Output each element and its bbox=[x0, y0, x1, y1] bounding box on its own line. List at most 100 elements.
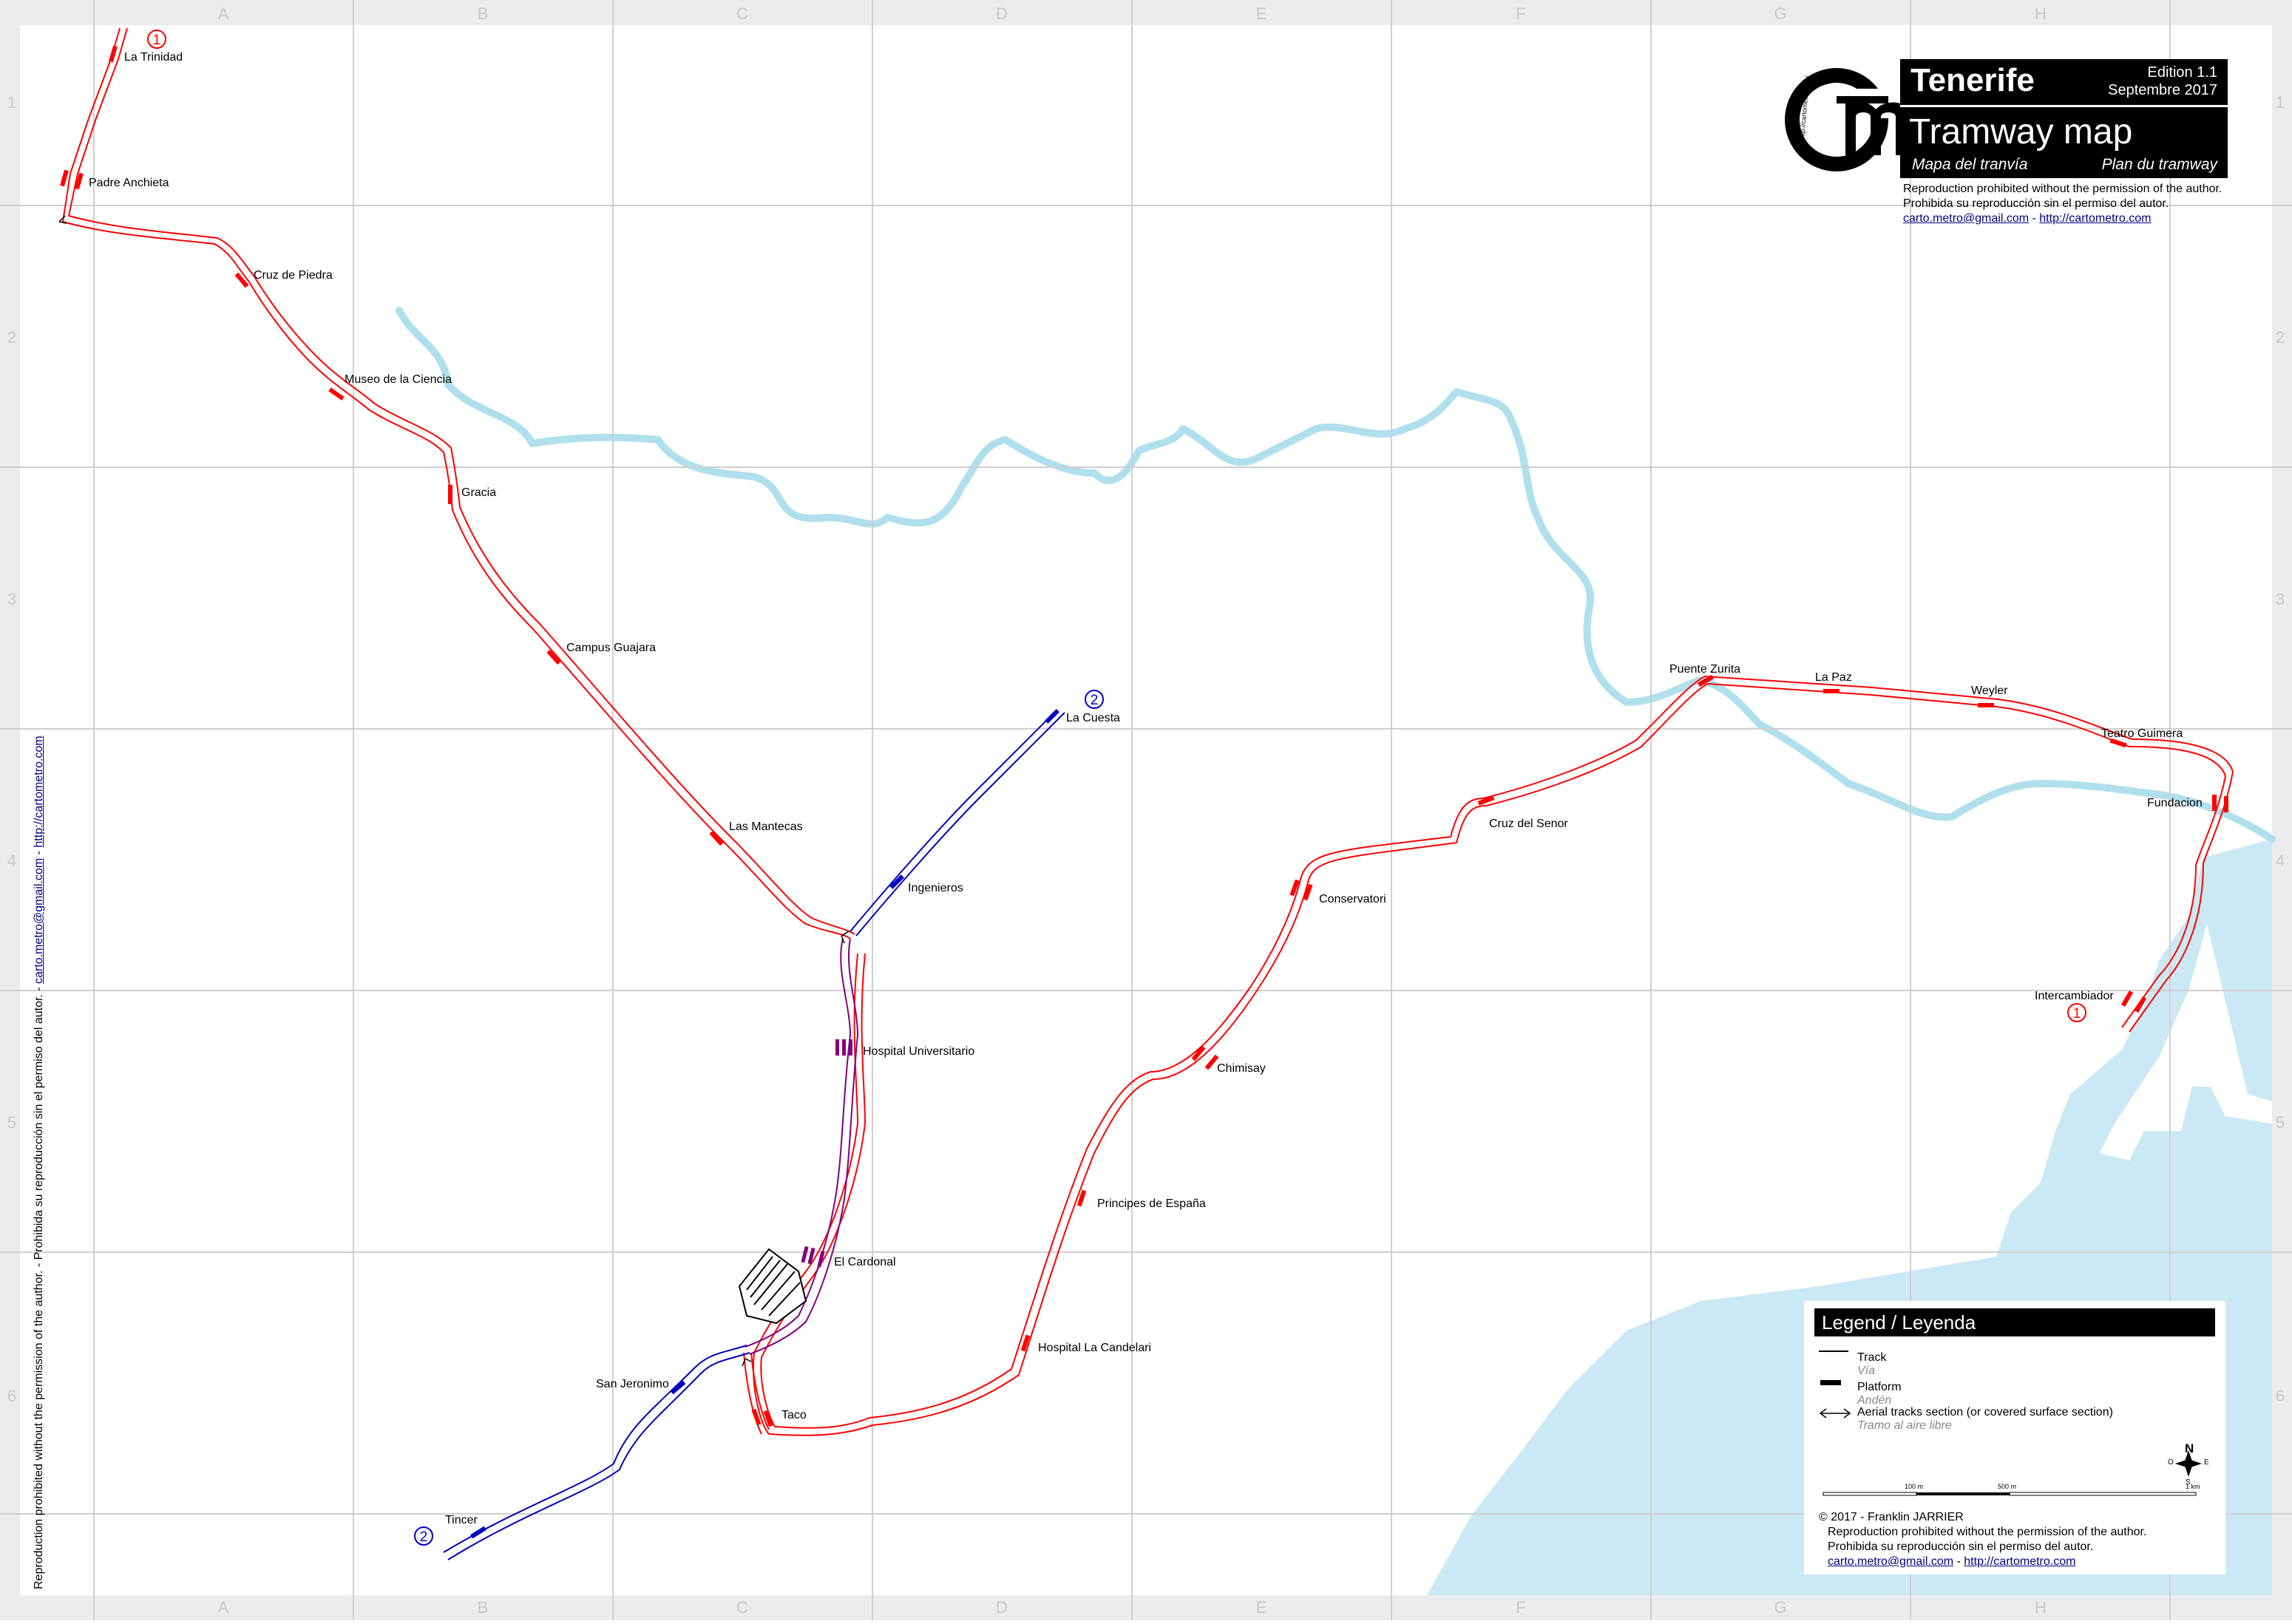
station-weyler[interactable]: Weyler bbox=[1971, 684, 2008, 697]
row-label-right: 6 bbox=[2276, 1387, 2285, 1405]
col-label-top: F bbox=[1516, 4, 1525, 23]
platforms-line-2 bbox=[470, 709, 1059, 1539]
station-ingenieros[interactable]: Ingenieros bbox=[908, 882, 963, 894]
row-label-left: 1 bbox=[7, 93, 16, 112]
platforms-line-1 bbox=[60, 45, 2228, 1427]
line-1-badge bbox=[147, 30, 166, 49]
station-la-paz[interactable]: La Paz bbox=[1815, 671, 1852, 684]
aerial-markers bbox=[58, 215, 850, 1367]
station-intercambiador[interactable]: Intercambiador bbox=[2035, 990, 2114, 1002]
col-label-bottom: C bbox=[736, 1598, 748, 1617]
station-campus-guajara[interactable]: Campus Guajara bbox=[566, 642, 656, 654]
station-teatro-guimera[interactable]: Teatro Guimera bbox=[2101, 727, 2183, 740]
copyright-block: Reproduction prohibited without the perm… bbox=[1903, 182, 2222, 226]
legend-footer: © 2017 - Franklin JARRIER Reproduction p… bbox=[1819, 1510, 2146, 1569]
aerial-symbol bbox=[1819, 1408, 1851, 1419]
station-fundacion[interactable]: Fundacion bbox=[2147, 797, 2203, 809]
line-2-badge-number: 2 bbox=[420, 1529, 428, 1545]
compass-n: N bbox=[2185, 1441, 2194, 1455]
vertical-copyright-en: Reproduction prohibited without the perm… bbox=[33, 1270, 45, 1589]
station-principes-de-espana[interactable]: Principes de España bbox=[1097, 1197, 1206, 1210]
vertical-email-link[interactable]: carto.metro@gmail.com bbox=[33, 857, 45, 984]
site-link[interactable]: http://cartometro.com bbox=[2039, 212, 2152, 225]
legend-copyright-en: Reproduction prohibited without the perm… bbox=[1828, 1526, 2147, 1538]
row-label-right: 1 bbox=[2276, 93, 2285, 112]
legend-site-link[interactable]: http://cartometro.com bbox=[1964, 1555, 2076, 1568]
shared-track[interactable] bbox=[745, 938, 859, 1355]
station-san-jeronimo[interactable]: San Jeronimo bbox=[596, 1378, 669, 1390]
legend-panel: Legend / Leyenda Track Vía Platform Andé… bbox=[1804, 1301, 2225, 1574]
scale-bar bbox=[1823, 1492, 2197, 1496]
row-label-left: 3 bbox=[7, 590, 16, 608]
compass-rose-icon bbox=[2175, 1450, 2202, 1477]
compass-o: O bbox=[2168, 1458, 2174, 1467]
line-1-badge-number: 1 bbox=[2073, 1006, 2081, 1022]
legend-track-label: Track bbox=[1857, 1351, 1887, 1364]
station-cruz-del-senor[interactable]: Cruz del Senor bbox=[1489, 818, 1568, 830]
legend-platform: Platform Andén bbox=[1857, 1381, 1902, 1407]
col-label-bottom: H bbox=[2035, 1598, 2047, 1617]
row-label-right: 2 bbox=[2276, 328, 2285, 347]
station-chimisay[interactable]: Chimisay bbox=[1217, 1062, 1266, 1075]
vertical-site-link[interactable]: http://cartometro.com bbox=[33, 735, 45, 848]
platform-symbol bbox=[1820, 1380, 1841, 1385]
legend-platform-label-es: Andén bbox=[1857, 1394, 1892, 1407]
legend-platform-label: Platform bbox=[1857, 1381, 1902, 1393]
vertical-separator: - bbox=[33, 847, 45, 858]
port-basin bbox=[2100, 924, 2272, 1161]
col-label-top: H bbox=[2035, 4, 2047, 23]
station-tincer[interactable]: Tincer bbox=[445, 1514, 478, 1526]
city-name: Tenerife bbox=[1910, 62, 2035, 98]
station-puente-zurita[interactable]: Puente Zurita bbox=[1669, 663, 1740, 676]
line-1-badge bbox=[2067, 1003, 2086, 1022]
station-la-cuesta[interactable]: La Cuesta bbox=[1066, 712, 1120, 724]
line-2-badge bbox=[414, 1526, 433, 1546]
platforms-shared bbox=[801, 1039, 852, 1268]
col-label-bottom: B bbox=[478, 1598, 489, 1617]
line-1-branch-taco[interactable] bbox=[743, 1352, 770, 1435]
line-badges: 1 1 2 2 bbox=[147, 30, 2086, 1546]
scale-label: 1 km bbox=[2186, 1483, 2200, 1490]
line-2-badge bbox=[1085, 690, 1104, 709]
station-hospital-la-candelari[interactable]: Hospital La Candelari bbox=[1038, 1342, 1151, 1354]
station-museo-de-la-ciencia[interactable]: Museo de la Ciencia bbox=[345, 373, 452, 386]
station-taco[interactable]: Taco bbox=[781, 1409, 807, 1421]
col-label-bottom: A bbox=[218, 1598, 229, 1617]
col-label-bottom: F bbox=[1516, 1598, 1525, 1617]
col-label-bottom: D bbox=[996, 1598, 1008, 1617]
compass-e: E bbox=[2204, 1458, 2209, 1467]
legend-author: © 2017 - Franklin JARRIER bbox=[1819, 1511, 1964, 1523]
email-link[interactable]: carto.metro@gmail.com bbox=[1903, 212, 2030, 225]
station-cruz-de-piedra[interactable]: Cruz de Piedra bbox=[254, 269, 333, 282]
legend-track: Track Vía bbox=[1857, 1351, 1886, 1378]
station-la-trinidad[interactable]: La Trinidad bbox=[124, 51, 183, 64]
map-title-fr: Plan du tramway bbox=[2101, 156, 2217, 173]
line-2-track[interactable] bbox=[443, 709, 1065, 1560]
col-label-top: A bbox=[218, 4, 229, 23]
legend-title: Legend / Leyenda bbox=[1814, 1308, 2215, 1336]
station-conservatori[interactable]: Conservatori bbox=[1319, 893, 1386, 906]
copyright-es: Prohibida su reproducción sin el permiso… bbox=[1903, 197, 2169, 210]
map-title: Tramway map bbox=[1909, 112, 2133, 152]
station-hospital-universitario[interactable]: Hospital Universitario bbox=[863, 1045, 974, 1058]
legend-track-label-es: Vía bbox=[1857, 1365, 1876, 1377]
col-label-top: G bbox=[1774, 4, 1786, 23]
edition-info: Edition 1.1 Septembre 2017 bbox=[2108, 64, 2217, 99]
station-gracia[interactable]: Gracia bbox=[461, 486, 496, 499]
title-box: Tenerife Edition 1.1 Septembre 2017 Tram… bbox=[1900, 59, 2228, 178]
station-el-cardonal[interactable]: El Cardonal bbox=[834, 1256, 896, 1268]
station-padre-anchieta[interactable]: Padre Anchieta bbox=[89, 177, 169, 189]
col-label-bottom: E bbox=[1256, 1598, 1267, 1617]
copyright-en: Reproduction prohibited without the perm… bbox=[1903, 183, 2223, 195]
edition-number: Edition 1.1 bbox=[2147, 64, 2217, 81]
legend-symbols bbox=[1819, 1350, 2202, 1496]
station-las-mantecas[interactable]: Las Mantecas bbox=[729, 821, 803, 833]
map-title-es: Mapa del tranvía bbox=[1912, 156, 2028, 173]
edition-date: Septembre 2017 bbox=[2108, 82, 2217, 98]
legend-email-link[interactable]: carto.metro@gmail.com bbox=[1828, 1555, 1954, 1568]
line-1-badge-number: 1 bbox=[153, 33, 161, 48]
station-labels: La Trinidad Padre Anchieta Cruz de Piedr… bbox=[89, 51, 2203, 1526]
grid-labels: A B C D E F G H A B C D E F G H 1 2 3 4 … bbox=[7, 4, 2285, 1617]
vertical-separator: - bbox=[33, 983, 45, 995]
